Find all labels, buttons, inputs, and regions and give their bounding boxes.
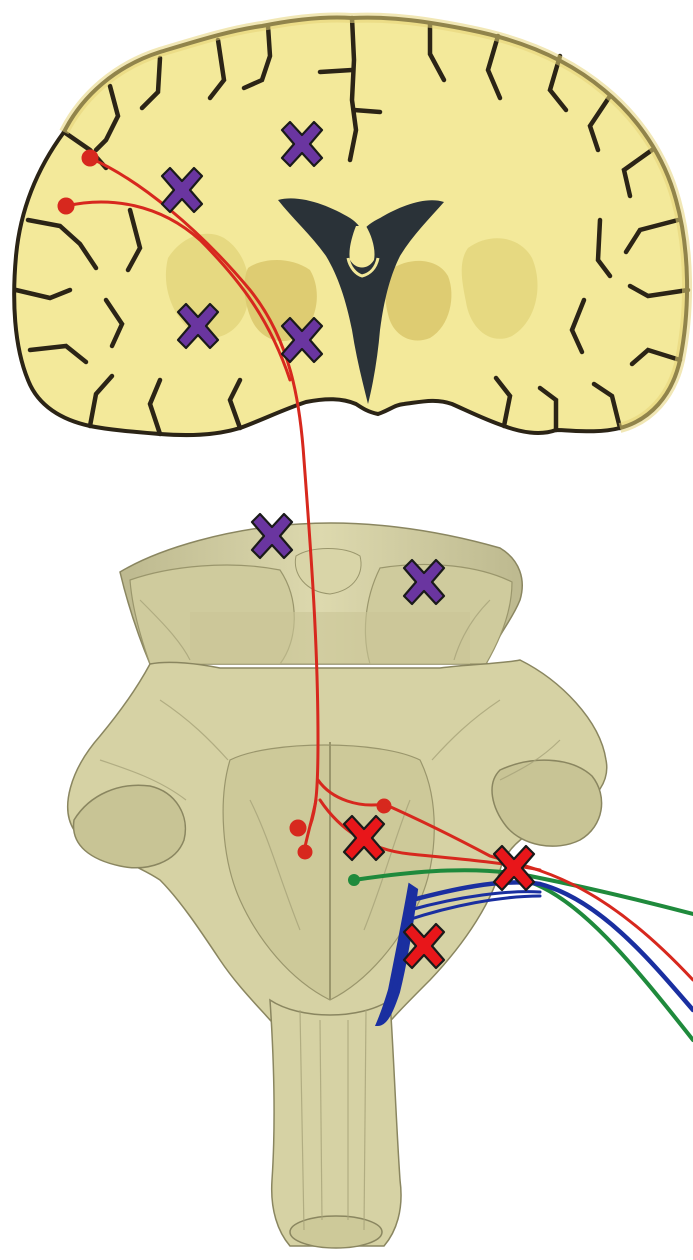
motor-nucleus-1 bbox=[291, 821, 305, 835]
upper-neuron-soma-1 bbox=[83, 151, 97, 165]
upper-neuron-soma-2 bbox=[59, 199, 73, 213]
motor-nucleus-2 bbox=[299, 846, 311, 858]
medulla-oblongata bbox=[270, 1000, 401, 1246]
nerve-green-nucleus bbox=[348, 874, 360, 886]
motor-nucleus-3 bbox=[378, 800, 390, 812]
cerebrum-coronal-section bbox=[14, 17, 688, 435]
tectal-band bbox=[190, 612, 470, 664]
